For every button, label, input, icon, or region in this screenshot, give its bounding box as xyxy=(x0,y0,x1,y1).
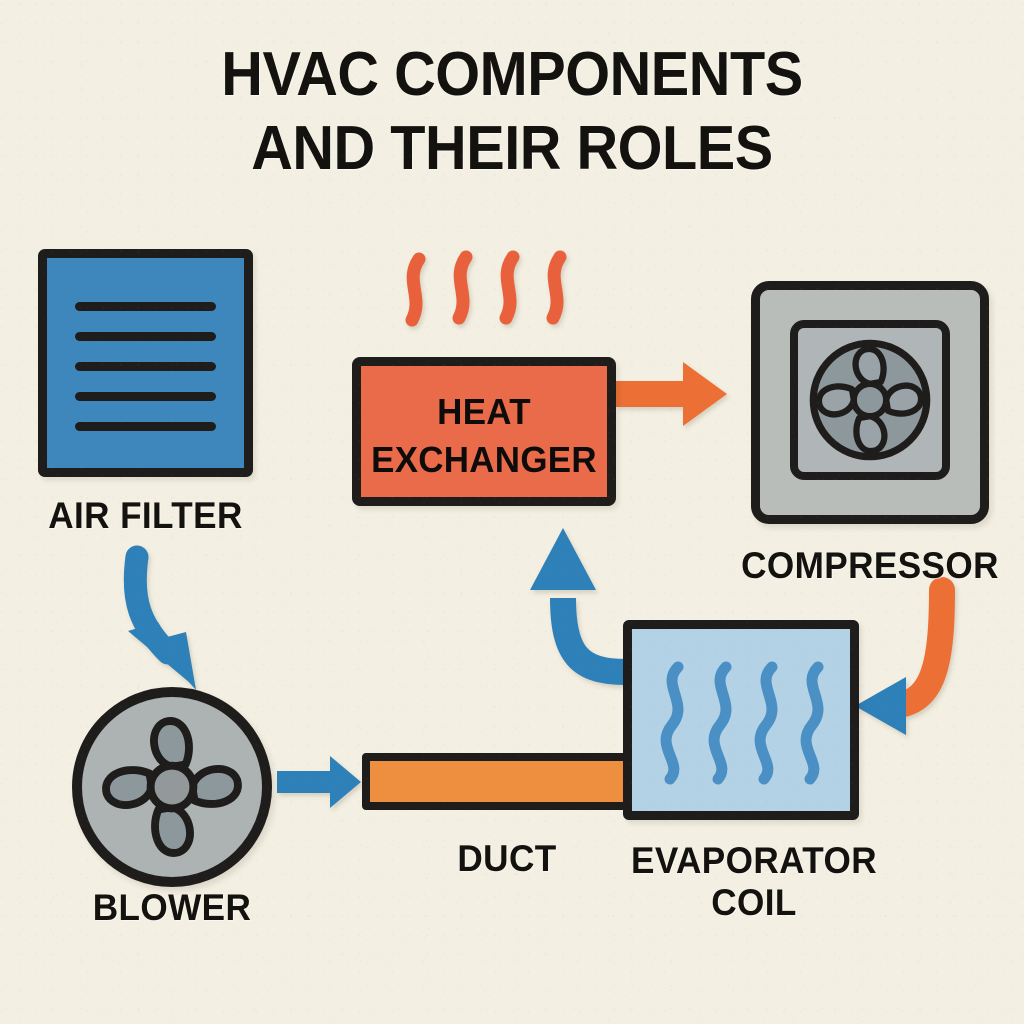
label-duct: DUCT xyxy=(457,838,557,879)
arrow-air-filter-to-blower xyxy=(123,545,196,690)
component-compressor[interactable] xyxy=(751,281,989,524)
filter-line xyxy=(74,362,217,371)
page-title: HVAC COMPONENTS AND THEIR ROLES xyxy=(221,40,803,183)
arrow-evaporator-to-heat-exchanger xyxy=(530,528,627,685)
arrow-blower-to-duct xyxy=(277,756,361,808)
label-air-filter: AIR FILTER xyxy=(48,495,243,536)
component-evaporator-coil[interactable] xyxy=(623,620,859,820)
component-blower[interactable] xyxy=(72,687,272,887)
label-heat-exchanger: HEAT EXCHANGER xyxy=(371,391,597,480)
label-blower: BLOWER xyxy=(92,887,252,928)
component-duct[interactable] xyxy=(362,753,652,810)
fan-icon xyxy=(809,339,931,461)
coil-wave-icon xyxy=(660,661,824,785)
heat-wave-icon xyxy=(405,250,567,327)
filter-line xyxy=(74,332,217,341)
filter-line xyxy=(74,302,217,311)
arrow-heat-exchanger-to-compressor xyxy=(616,362,727,426)
component-air-filter[interactable] xyxy=(38,249,253,477)
arrow-compressor-to-evaporator xyxy=(855,577,955,735)
label-evaporator-coil: EVAPORATOR COIL xyxy=(631,840,877,923)
label-compressor: COMPRESSOR xyxy=(741,545,999,586)
filter-line xyxy=(74,392,217,401)
component-heat-exchanger[interactable]: HEAT EXCHANGER xyxy=(352,357,616,506)
filter-line xyxy=(74,422,217,431)
fan-icon xyxy=(102,717,242,857)
compressor-inner-panel xyxy=(790,320,950,480)
